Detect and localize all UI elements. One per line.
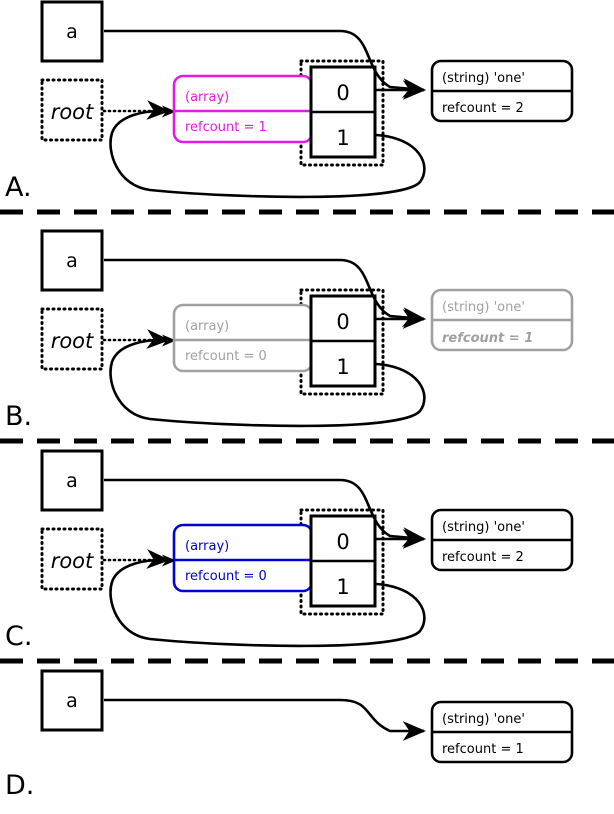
panel-a: a root array (dotted connector + arrowhe… — [5, 0, 574, 203]
panel-letter-d: D. — [5, 770, 34, 801]
array-refcount-label: refcount = 0 — [185, 349, 267, 364]
array-box: (array) refcount = 1 — [172, 74, 314, 144]
string-type-label: (string) 'one' — [442, 712, 525, 727]
root-label: root — [51, 549, 94, 573]
root-box: root — [40, 78, 104, 142]
variable-label: a — [66, 21, 78, 43]
root-label: root — [51, 329, 94, 353]
string-box: (string) 'one' refcount = 1 — [430, 700, 574, 764]
panel-b: a root (array) refcount = 0 0 1 (str — [5, 229, 574, 432]
root-box: root — [40, 307, 104, 371]
string-type-label: (string) 'one' — [442, 520, 525, 535]
index-cells: 0 1 — [309, 514, 377, 608]
string-box: (string) 'one' refcount = 2 — [430, 508, 574, 572]
panel-letter-a: A. — [5, 172, 32, 203]
panel-letter-c: C. — [5, 621, 32, 652]
variable-label: a — [66, 250, 78, 272]
index-cell-0: 0 — [336, 81, 349, 105]
array-type-label: (array) — [185, 90, 229, 105]
index-cells: 0 1 — [309, 65, 377, 159]
variable-label: a — [66, 690, 78, 712]
array-type-label: (array) — [185, 539, 229, 554]
index-cell-0: 0 — [336, 310, 349, 334]
index-cell-0: 0 — [336, 530, 349, 554]
index1-self-loop-link — [109, 549, 426, 648]
variable-box-a: a — [40, 229, 104, 292]
array-refcount-label: refcount = 1 — [185, 120, 267, 135]
string-refcount-label: refcount = 2 — [442, 101, 524, 116]
variable-to-string-link — [104, 29, 427, 98]
string-refcount-label: refcount = 1 — [442, 331, 533, 346]
string-box: (string) 'one' refcount = 1 — [430, 288, 574, 352]
root-box: root — [40, 527, 104, 591]
index-cell-1: 1 — [336, 126, 349, 150]
variable-box-a: a — [40, 669, 104, 732]
string-type-label: (string) 'one' — [442, 71, 525, 86]
variable-to-string-link — [104, 258, 427, 327]
string-box: (string) 'one' refcount = 2 — [430, 59, 574, 123]
variable-label: a — [66, 470, 78, 492]
string-type-label: (string) 'one' — [442, 300, 525, 315]
array-type-label: (array) — [185, 319, 229, 334]
panel-c: a root (array) refcount = 0 0 1 (str — [5, 449, 574, 652]
index1-self-loop-link — [109, 100, 426, 199]
string-refcount-label: refcount = 2 — [442, 550, 524, 565]
variable-box-a: a — [40, 0, 104, 63]
array-box: (array) refcount = 0 — [172, 303, 314, 373]
panel-d: a (string) 'one' refcount = 1 D. — [5, 669, 574, 801]
array-refcount-label: refcount = 0 — [185, 569, 267, 584]
index-cell-1: 1 — [336, 575, 349, 599]
panel-letter-b: B. — [5, 401, 32, 432]
variable-to-string-link — [104, 698, 427, 741]
string-refcount-label: refcount = 1 — [442, 742, 524, 757]
variable-to-string-link — [104, 478, 427, 547]
index-cell-1: 1 — [336, 355, 349, 379]
index-cells: 0 1 — [309, 294, 377, 388]
index1-self-loop-link — [109, 329, 426, 428]
root-label: root — [51, 100, 94, 124]
variable-box-a: a — [40, 449, 104, 512]
array-box: (array) refcount = 0 — [172, 523, 314, 593]
